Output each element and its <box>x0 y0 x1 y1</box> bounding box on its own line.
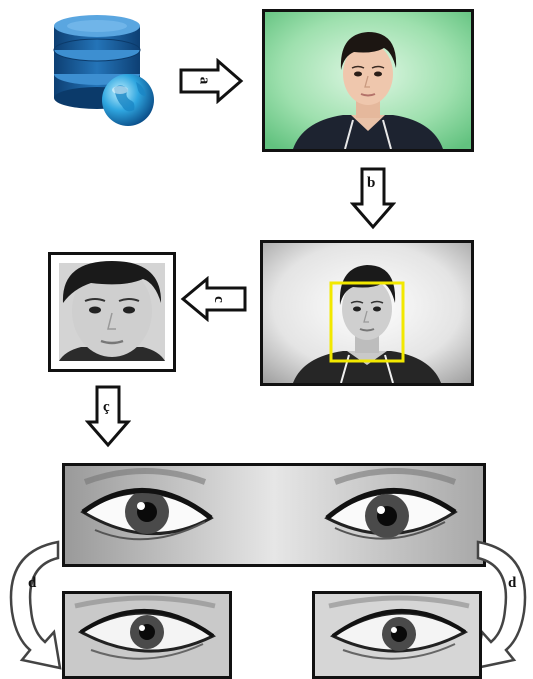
step-c-cedilla-arrow <box>85 384 131 448</box>
step-a-arrow <box>178 58 244 104</box>
grayscale-face-detection-photo <box>260 240 474 386</box>
step-d-left-label: d <box>28 575 37 591</box>
right-eye-crop-photo <box>312 591 482 679</box>
database-globe-icon <box>48 12 160 130</box>
step-c-label: c <box>210 296 227 303</box>
left-eye-crop-photo <box>62 591 232 679</box>
step-d-right-label: d <box>508 575 517 591</box>
input-photo-green <box>262 9 474 152</box>
step-b-arrow <box>350 166 396 230</box>
step-b-label: b <box>367 175 376 191</box>
step-c-cedilla-label: ç <box>103 399 110 415</box>
eye-region-photo <box>62 463 486 567</box>
step-c-arrow <box>180 276 248 322</box>
face-detection-box <box>329 281 405 363</box>
step-a-label: a <box>196 76 213 85</box>
step-d-right-arrow <box>470 536 530 674</box>
cropped-face-photo <box>48 252 176 372</box>
step-d-left-arrow <box>6 536 66 674</box>
